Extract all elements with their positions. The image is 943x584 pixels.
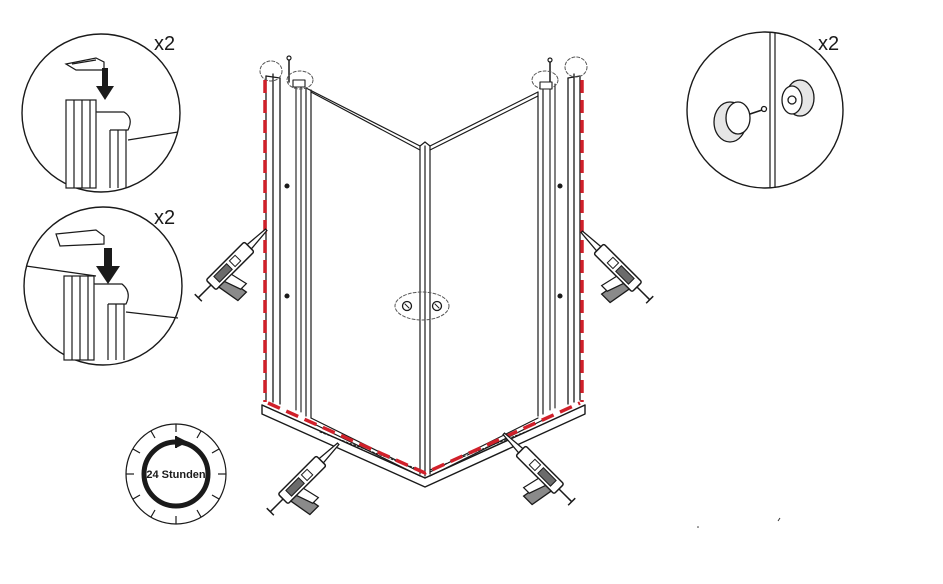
door-knob-icon [713,101,768,143]
left-fixed-panel [284,81,302,413]
left-door [305,87,421,477]
silicone-gun-icon [559,226,656,322]
hinge-cap-icon [64,57,179,189]
callout-knobs: x2 [686,31,844,189]
corner-profile [419,141,431,477]
down-arrow-icon [96,68,114,100]
right-fixed-panel [549,83,563,411]
clock-icon: 24 Stunden [125,423,227,525]
hinge-cap-icon [25,229,179,361]
callout-top-cap: x2 [21,33,181,193]
door-knob-icon [781,79,815,117]
stray-marks [697,517,781,528]
shower-enclosure [259,55,588,488]
lower-cap-quantity: x2 [154,207,175,229]
top-hinges [259,55,588,90]
knob-quantity: x2 [818,33,839,55]
silicone-gun-icon [264,438,361,534]
door-knobs [394,291,450,321]
callout-lower-cap: x2 [23,206,183,366]
right-door [429,89,544,477]
timer-label: 24 Stunden [146,469,206,481]
left-wall-profile [265,73,281,405]
top-cap-quantity: x2 [154,33,175,55]
sealant-lines [263,80,584,475]
right-wall-profile [567,73,581,405]
down-arrow-icon [96,248,120,284]
